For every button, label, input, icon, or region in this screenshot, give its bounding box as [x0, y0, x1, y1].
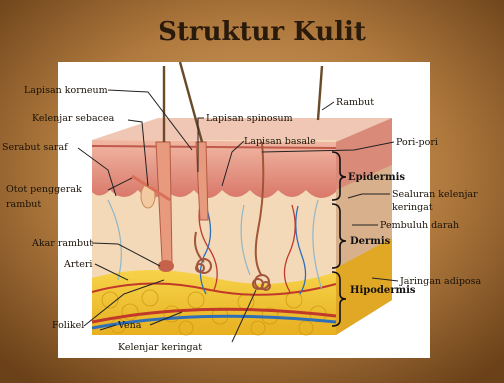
- svg-text:Kelenjar keringat: Kelenjar keringat: [118, 342, 202, 353]
- svg-text:Lapisan spinosum: Lapisan spinosum: [206, 113, 293, 124]
- svg-text:Hipodermis: Hipodermis: [350, 285, 416, 296]
- svg-text:Folikel: Folikel: [52, 320, 84, 331]
- svg-text:Serabut saraf: Serabut saraf: [2, 142, 69, 153]
- svg-text:Vena: Vena: [117, 320, 142, 331]
- svg-text:Otot penggerak: Otot penggerak: [6, 184, 82, 195]
- svg-text:Pembuluh darah: Pembuluh darah: [380, 220, 459, 231]
- svg-text:Rambut: Rambut: [336, 97, 374, 108]
- svg-text:Sealuran kelenjar: Sealuran kelenjar: [392, 189, 478, 200]
- svg-text:Pori-pori: Pori-pori: [396, 137, 438, 148]
- svg-text:Lapisan basale: Lapisan basale: [244, 136, 316, 147]
- svg-text:keringat: keringat: [392, 202, 433, 213]
- svg-text:rambut: rambut: [6, 199, 41, 210]
- svg-text:Arteri: Arteri: [63, 259, 92, 270]
- svg-text:Lapisan korneum: Lapisan korneum: [24, 85, 108, 96]
- svg-text:Kelenjar sebacea: Kelenjar sebacea: [32, 113, 115, 124]
- diagram-title: Struktur Kulit: [158, 17, 366, 47]
- svg-text:Akar rambut: Akar rambut: [31, 238, 93, 249]
- svg-text:Epidermis: Epidermis: [348, 172, 405, 183]
- epidermis-layer: [92, 140, 336, 198]
- svg-text:Dermis: Dermis: [350, 236, 391, 247]
